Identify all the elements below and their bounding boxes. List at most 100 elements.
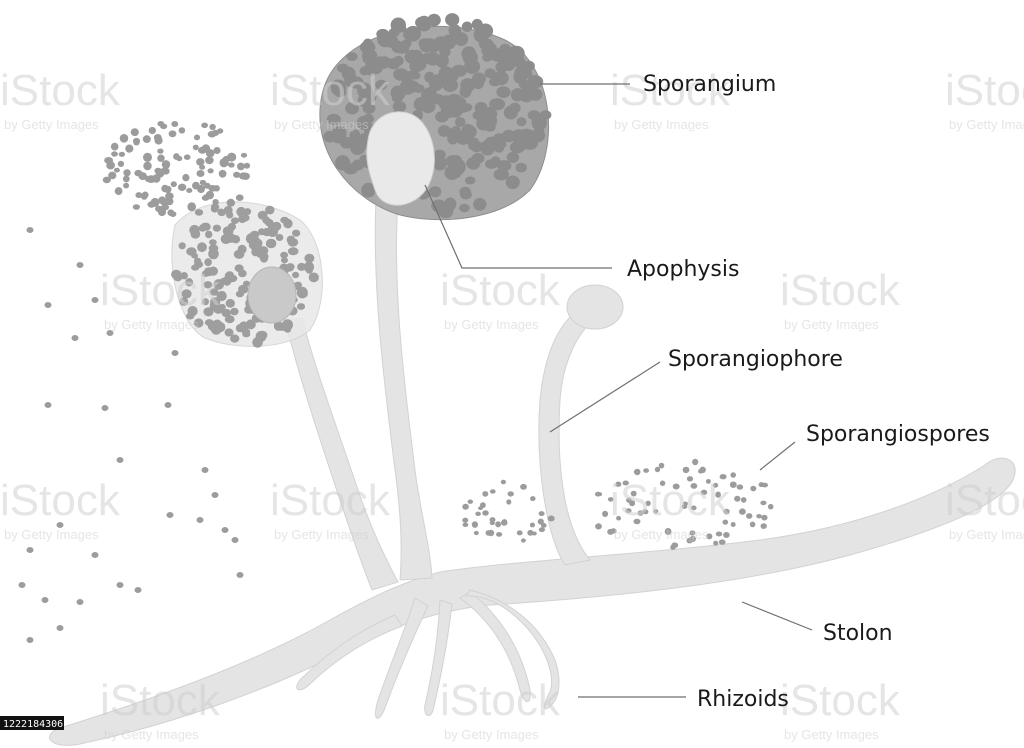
- spore: [348, 76, 364, 89]
- spore: [471, 521, 478, 528]
- spore: [485, 159, 498, 169]
- spore: [489, 48, 505, 62]
- spore: [767, 503, 774, 510]
- loose-spores: [18, 227, 244, 643]
- spore: [125, 144, 134, 153]
- spore: [217, 290, 227, 302]
- spore: [403, 27, 416, 38]
- spore: [607, 528, 614, 535]
- spore: [144, 175, 153, 183]
- spore: [495, 62, 507, 72]
- spore: [531, 531, 537, 536]
- spore: [110, 142, 119, 151]
- spore: [102, 176, 111, 184]
- spore: [111, 151, 118, 157]
- spore: [157, 148, 164, 154]
- spore: [154, 167, 162, 174]
- spore: [719, 474, 727, 480]
- spore: [250, 230, 260, 239]
- spore: [616, 515, 622, 521]
- spore: [202, 298, 209, 306]
- watermark-logo: iStock: [100, 676, 221, 725]
- spore: [118, 151, 126, 157]
- spore: [196, 517, 204, 523]
- watermark-logo: iStock: [945, 66, 1024, 115]
- spore: [76, 262, 84, 268]
- label-sporangiospores: Sporangiospores: [806, 422, 990, 447]
- spore: [538, 511, 545, 517]
- spore: [730, 472, 736, 478]
- spore: [392, 101, 407, 113]
- spore: [209, 239, 217, 246]
- spore: [375, 79, 388, 91]
- spore: [205, 230, 213, 239]
- spore: [183, 154, 191, 160]
- spore: [633, 518, 641, 525]
- spore: [157, 207, 167, 217]
- watermark-logo: iStock: [610, 476, 731, 525]
- spore: [449, 155, 463, 167]
- spore: [497, 160, 512, 172]
- spore: [474, 101, 488, 115]
- spore: [190, 229, 201, 239]
- spore: [167, 209, 175, 216]
- spore: [198, 146, 207, 154]
- spore: [148, 126, 156, 135]
- spore: [186, 188, 193, 193]
- label-stolon: Stolon: [823, 621, 893, 646]
- spore: [540, 523, 547, 528]
- spore: [71, 335, 79, 341]
- spore: [629, 500, 636, 507]
- spore: [518, 128, 535, 142]
- spore: [538, 527, 546, 533]
- spore: [756, 514, 762, 519]
- spore: [130, 128, 139, 137]
- young-sporangium-bud: [566, 284, 624, 330]
- spore: [265, 238, 277, 249]
- spore: [461, 46, 477, 62]
- spore: [500, 479, 506, 485]
- spore: [718, 539, 726, 545]
- spore: [625, 508, 632, 514]
- spore: [736, 484, 744, 490]
- spore: [200, 222, 211, 231]
- apophysis: [366, 111, 435, 206]
- rhizoid: [375, 597, 429, 719]
- spore: [236, 572, 244, 578]
- spore: [505, 175, 520, 190]
- leader-apophysis: [424, 184, 612, 269]
- spore: [271, 221, 282, 231]
- spore: [633, 468, 641, 476]
- spore: [106, 330, 114, 336]
- spore: [283, 218, 293, 229]
- spore: [191, 264, 200, 271]
- stock-id: 1222184306: [3, 719, 63, 730]
- spore: [76, 599, 84, 605]
- spore: [521, 80, 536, 93]
- spore: [426, 51, 440, 66]
- spore: [413, 84, 425, 93]
- spore: [114, 187, 123, 196]
- spore: [602, 510, 609, 517]
- watermark-byline: by Getty Images: [614, 527, 709, 542]
- spore: [664, 528, 672, 535]
- left-sporangium: [102, 121, 323, 348]
- spore: [516, 530, 523, 536]
- spore: [496, 532, 503, 537]
- spore: [715, 492, 721, 498]
- spore: [237, 244, 247, 254]
- spore: [485, 530, 492, 536]
- spore: [221, 527, 229, 533]
- spore: [116, 457, 124, 463]
- spore: [749, 521, 756, 528]
- spore: [116, 582, 124, 588]
- spore: [223, 206, 233, 215]
- watermark-logo: iStock: [270, 476, 391, 525]
- spore: [280, 251, 288, 259]
- spore: [231, 217, 239, 224]
- stock-id-tag: [0, 716, 64, 730]
- spore: [758, 482, 765, 488]
- spore: [205, 156, 214, 165]
- watermark-logo: iStock: [440, 266, 561, 315]
- spore: [41, 597, 49, 603]
